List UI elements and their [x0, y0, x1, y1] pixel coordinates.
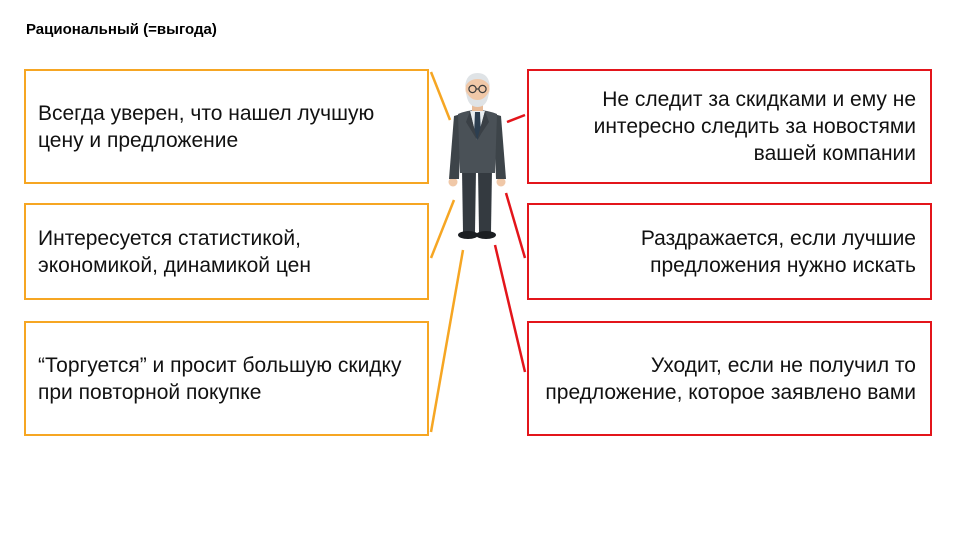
right-item-text-1: Не следит за скидками и ему не интересно… [593, 88, 916, 165]
left-item-text-2: Интересуется статистикой, экономикой, ди… [38, 226, 311, 277]
left-item-box-2: Интересуется статистикой, экономикой, ди… [24, 203, 429, 300]
connector-right-3 [493, 244, 527, 373]
right-item-box-2: Раздражается, если лучшие предложения ну… [527, 203, 932, 300]
right-item-box-1: Не следит за скидками и ему не интересно… [527, 69, 932, 184]
connector-right-2 [504, 192, 527, 259]
connector-left-2 [429, 199, 456, 259]
left-item-text-3: “Торгуется” и просит большую скидку при … [38, 353, 402, 404]
businessman-icon [448, 73, 506, 239]
left-item-text-1: Всегда уверен, что нашел лучшую цену и п… [38, 101, 375, 152]
right-item-text-3: Уходит, если не получил то предложение, … [545, 353, 916, 404]
left-item-box-3: “Торгуется” и просит большую скидку при … [24, 321, 429, 436]
left-item-box-1: Всегда уверен, что нашел лучшую цену и п… [24, 69, 429, 184]
connector-left-1 [429, 71, 452, 121]
connector-right-1 [506, 113, 526, 124]
page-title: Рациональный (=выгода) [26, 21, 217, 38]
connector-left-3 [429, 249, 465, 433]
right-item-box-3: Уходит, если не получил то предложение, … [527, 321, 932, 436]
right-item-text-2: Раздражается, если лучшие предложения ну… [640, 226, 916, 277]
